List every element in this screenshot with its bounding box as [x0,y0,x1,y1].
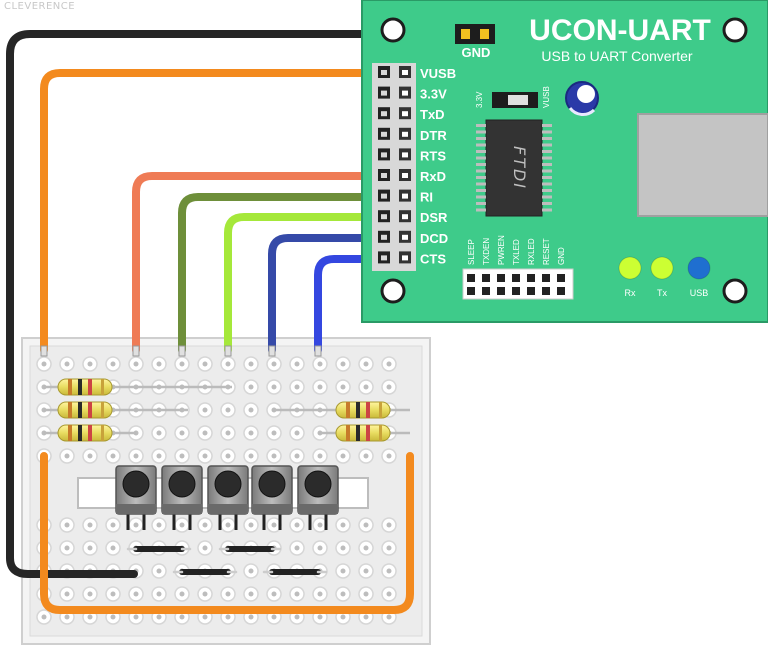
aux-pin [542,287,550,295]
push-button-1 [115,465,157,530]
aux-pin [512,287,520,295]
aux-label-rxled: RXLED [527,238,536,265]
pin-label-ri: RI [420,190,433,205]
dcd-wire [268,234,384,354]
aux-pin [527,287,535,295]
resistor-3 [44,424,136,442]
push-buttons [115,465,339,530]
push-button-2 [161,465,203,530]
usb-connector [637,113,768,217]
jumper-left-label: 3.3V [475,91,484,108]
resistor-1 [44,378,232,396]
aux-pin [482,287,490,295]
status-leds: Rx Tx USB [618,256,711,298]
mount-hole [722,17,748,43]
aux-label-reset: RESET [542,238,551,265]
dsr-wire [224,213,384,354]
board-title: UCON-UART [529,14,711,47]
mount-hole [380,17,406,43]
pin-labels: VUSB 3.3V TxD DTR RTS RxD RI DSR DCD CTS [420,66,456,266]
supply-loop-wire [40,452,414,614]
rxd-wire [132,172,384,354]
gnd-wire [5,30,464,578]
pin-label-txd: TxD [420,107,445,122]
jumper-right-label: VUSB [542,86,551,108]
aux-pin-labels: SLEEP TXDEN PWREN TXLED RXLED RESET GND [467,235,566,265]
aux-label-txled: TXLED [512,239,521,265]
push-button-4 [251,465,293,530]
mount-hole [380,278,406,304]
vusb-wire [40,69,384,354]
resistor-4 [272,401,410,419]
resistor-2 [44,401,188,419]
jumper-wires [126,546,328,575]
wire-tips [40,345,322,357]
aux-pin [497,287,505,295]
led-label-tx: Tx [657,288,667,298]
aux-label-txden: TXDEN [482,238,491,265]
push-button-5 [297,465,339,530]
aux-header-pins [467,274,565,295]
resistor-5 [318,424,410,442]
ftdi-chip: FTDI [476,119,552,217]
watermark: CLEVERENCE [4,1,76,12]
aux-pin [557,287,565,295]
aux-label-sleep: SLEEP [467,239,476,265]
gnd-label: GND [462,45,491,60]
pin-label-cts: CTS [420,251,446,266]
aux-pin [527,274,535,282]
board-subtitle: USB to UART Converter [541,48,693,64]
aux-label-pwren: PWREN [497,235,506,265]
aux-pin [497,274,505,282]
pin-label-dtr: DTR [420,128,447,143]
led-rx [618,256,642,280]
ri-wire [178,193,384,354]
led-tx [650,256,674,280]
perfboard [21,337,431,645]
cts-wire [314,255,384,354]
pin-label-rxd: RxD [420,169,446,184]
pin-label-dcd: DCD [420,231,448,246]
pin-header-rows [378,66,411,264]
pin-label-vusb: VUSB [420,66,456,81]
mount-hole [722,278,748,304]
pin-label-33v: 3.3V [420,87,447,102]
led-label-rx: Rx [625,288,636,298]
pin-label-dsr: DSR [420,210,448,225]
pin-label-rts: RTS [420,148,446,163]
ucon-uart-board: UCON-UART USB to UART Converter GND VUSB… [361,0,768,323]
chip-label: FTDI [510,146,529,190]
led-label-usb: USB [690,288,709,298]
led-usb [687,256,711,280]
aux-pin [557,274,565,282]
aux-pin [467,287,475,295]
aux-label-gnd: GND [557,247,566,265]
aux-pin [512,274,520,282]
aux-pin [467,274,475,282]
aux-pin [482,274,490,282]
push-button-3 [207,465,249,530]
aux-pin [542,274,550,282]
